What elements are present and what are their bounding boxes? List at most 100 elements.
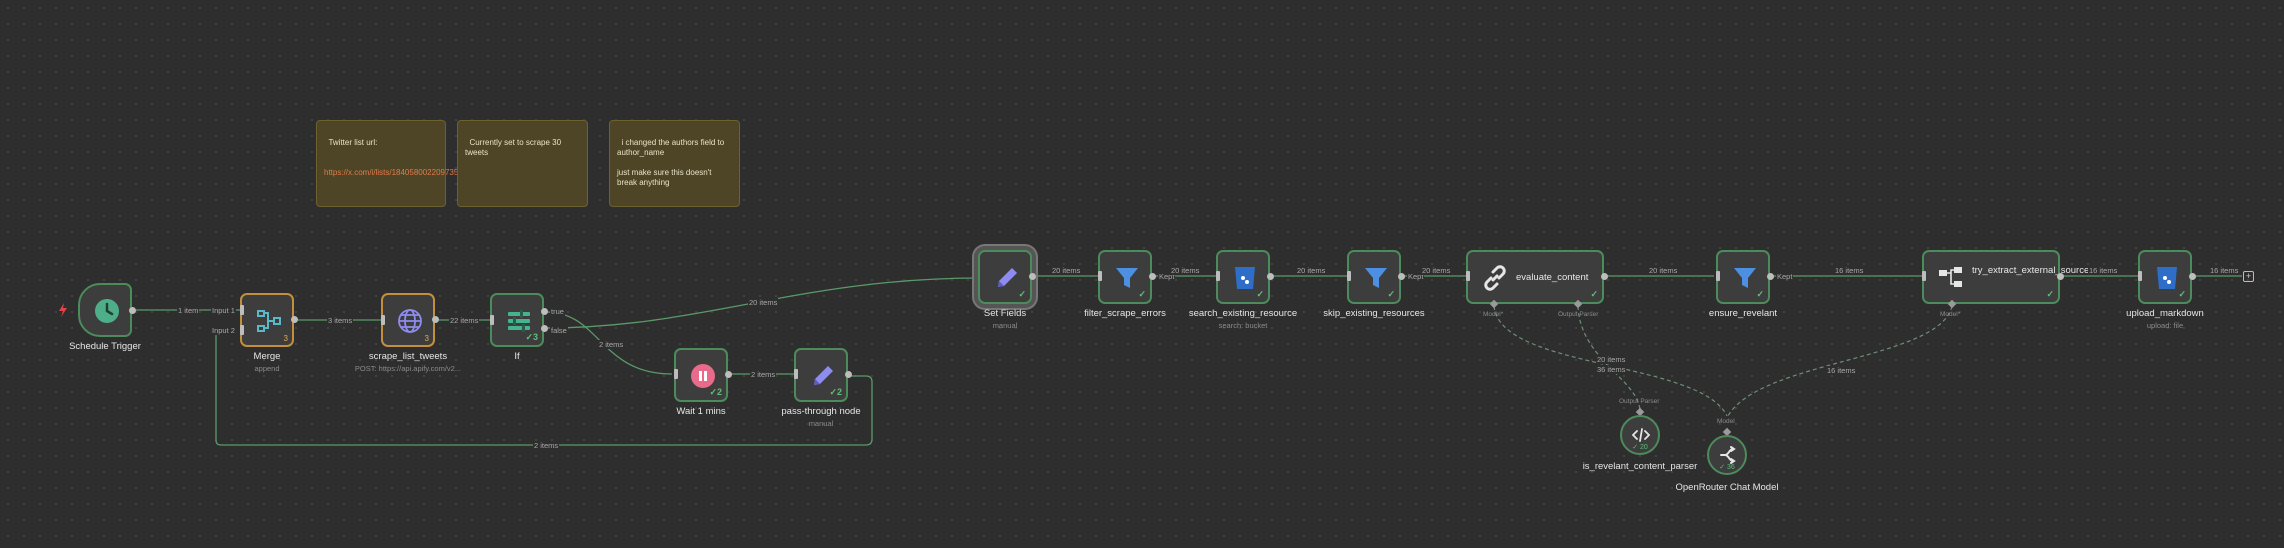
sticky-note-authors[interactable]: i changed the authors field to author_na…	[609, 120, 740, 207]
node-subtitle: manual	[808, 419, 834, 428]
output-port-false[interactable]	[541, 325, 548, 332]
input-port[interactable]	[1347, 271, 1351, 281]
edge-label: 20 items	[1421, 266, 1452, 275]
output-port-true[interactable]	[541, 308, 548, 315]
output-port[interactable]	[1029, 273, 1036, 280]
node-label: Set Fields	[983, 308, 1027, 319]
output-port[interactable]	[1767, 273, 1774, 280]
success-check-icon: ✓	[1256, 289, 1264, 299]
add-node-plus-icon[interactable]: +	[2243, 271, 2254, 282]
node-subtitle: append	[254, 364, 280, 373]
port-label: Kept	[1776, 272, 1794, 281]
output-port[interactable]	[432, 316, 439, 323]
node-label: search_existing_resource	[1188, 308, 1298, 319]
node-label: pass-through node	[781, 406, 861, 417]
input-port[interactable]	[674, 369, 678, 379]
success-check-icon: ✓	[1138, 289, 1146, 299]
skip-existing-resources-node[interactable]: ✓	[1347, 250, 1401, 304]
output-port[interactable]	[291, 316, 298, 323]
schedule-trigger-node[interactable]	[78, 283, 132, 337]
port-label: Kept	[1407, 272, 1425, 281]
wait-node[interactable]: ✓2	[674, 348, 728, 402]
success-check-icon: ✓	[1590, 289, 1598, 299]
search-existing-resource-node[interactable]: ✓	[1216, 250, 1270, 304]
edge-label: 2 items	[533, 441, 560, 450]
edge-label: 16 items	[1834, 266, 1865, 275]
input-port[interactable]	[2138, 271, 2142, 281]
success-check-icon: ✓	[1387, 289, 1395, 299]
node-label: ensure_revelant	[1708, 308, 1778, 319]
port-label: Kept	[1158, 272, 1176, 281]
filter-scrape-errors-node[interactable]: ✓	[1098, 250, 1152, 304]
merge-node[interactable]: 3	[240, 293, 294, 347]
port-label: Input 1	[211, 306, 236, 315]
edge-label: 20 items	[1596, 355, 1627, 364]
node-label: Wait 1 mins	[676, 406, 726, 417]
globe-icon	[398, 309, 422, 333]
try-extract-external-sources-node[interactable]: try_extract_external_sources ✓	[1922, 250, 2094, 304]
link-icon	[1484, 265, 1506, 291]
note-text: Currently set to scrape 30 tweets	[465, 138, 564, 157]
node-subtitle: manual	[992, 321, 1018, 330]
node-label: try_extract_external_sources	[1972, 265, 2094, 276]
evaluate-content-node[interactable]: evaluate_content ✓	[1466, 250, 1604, 304]
ensure-revelant-node[interactable]: ✓	[1716, 250, 1770, 304]
input-port[interactable]	[1466, 271, 1470, 281]
input-port[interactable]	[240, 325, 244, 335]
openrouter-chat-model-node[interactable]: ✓ 36	[1707, 435, 1747, 475]
port-label: Model	[1717, 418, 1735, 425]
output-parser-node[interactable]: ✓ 20	[1620, 415, 1660, 455]
bucket-icon	[1235, 267, 1255, 289]
output-port[interactable]	[725, 371, 732, 378]
set-fields-node[interactable]: ✓	[978, 250, 1032, 304]
node-label: skip_existing_resources	[1323, 308, 1425, 319]
output-port[interactable]	[1601, 273, 1608, 280]
output-port[interactable]	[129, 307, 136, 314]
upload-markdown-node[interactable]: ✓	[2138, 250, 2192, 304]
funnel-icon	[1734, 268, 1756, 288]
warning-icon: 3	[424, 334, 429, 343]
input-port[interactable]	[1922, 271, 1926, 281]
input-port[interactable]	[240, 305, 244, 315]
twitter-list-link[interactable]: https://x.com/i/lists/184058002209735911…	[324, 168, 475, 177]
node-label: Schedule Trigger	[69, 341, 141, 352]
output-port[interactable]	[1398, 273, 1405, 280]
input-port[interactable]	[1098, 271, 1102, 281]
node-subtitle: search: bucket	[1218, 321, 1268, 330]
edge-label: 20 items	[1648, 266, 1679, 275]
warning-icon: 3	[283, 334, 288, 343]
if-node[interactable]: ✓3	[490, 293, 544, 347]
input-port[interactable]	[1216, 271, 1220, 281]
pencil-icon	[814, 366, 833, 385]
node-label: scrape_list_tweets	[368, 351, 448, 362]
run-count: 2	[836, 387, 842, 397]
run-count: ✓ 20	[1632, 444, 1648, 451]
openrouter-icon	[1720, 446, 1736, 464]
edge-extract-model	[1727, 305, 1953, 417]
edge-label: 16 items	[2209, 266, 2240, 275]
output-port[interactable]	[845, 371, 852, 378]
edge-label: 2 items	[750, 370, 777, 379]
success-check-icon: ✓	[1756, 289, 1764, 299]
pause-icon	[691, 364, 715, 388]
output-port[interactable]	[2057, 273, 2064, 280]
input-port[interactable]	[794, 369, 798, 379]
scrape-list-tweets-node[interactable]: 3	[381, 293, 435, 347]
edge-label: 16 items	[1826, 366, 1857, 375]
input-port[interactable]	[381, 315, 385, 325]
output-port[interactable]	[1267, 273, 1274, 280]
pass-through-node[interactable]: ✓2	[794, 348, 848, 402]
edge-label: 20 items	[1051, 266, 1082, 275]
port-label: true	[550, 307, 565, 316]
funnel-icon	[1116, 268, 1138, 288]
sticky-note-scrape-count[interactable]: Currently set to scrape 30 tweets	[457, 120, 588, 207]
success-check-icon: ✓2	[829, 387, 842, 397]
sticky-note-twitter[interactable]: Twitter list url: https://x.com/i/lists/…	[316, 120, 475, 207]
node-subtitle: POST: https://api.apify.com/v2...	[354, 364, 462, 373]
output-port[interactable]	[1149, 273, 1156, 280]
input-port[interactable]	[1716, 271, 1720, 281]
output-port[interactable]	[2189, 273, 2196, 280]
input-port[interactable]	[490, 315, 494, 325]
note-text: Twitter list url:	[328, 138, 378, 147]
